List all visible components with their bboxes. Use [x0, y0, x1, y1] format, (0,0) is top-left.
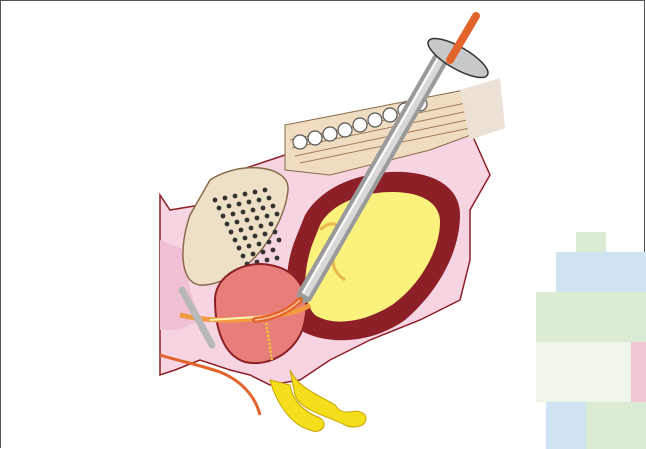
bone-dot [273, 230, 278, 235]
bone-dot [259, 224, 264, 229]
bone-dot [275, 256, 280, 261]
bone-dot [261, 250, 266, 255]
bone-dot [247, 200, 252, 205]
bone-dot [253, 234, 258, 239]
bone-dot [239, 228, 244, 233]
blurred-overlay [536, 232, 646, 449]
bone-dot [267, 196, 272, 201]
bone-dot [269, 222, 274, 227]
bone-dot [241, 210, 246, 215]
bone-dot [233, 194, 238, 199]
bone-dot [237, 202, 242, 207]
bone-dot [277, 238, 282, 243]
bone-dot [227, 204, 232, 209]
bone-dot [271, 204, 276, 209]
bone-dot [241, 254, 246, 259]
bone-dot [265, 258, 270, 263]
bone-dot [265, 214, 270, 219]
bone-dot [253, 190, 258, 195]
bone-dot [245, 218, 250, 223]
bone-dot [235, 220, 240, 225]
bone-dot [257, 242, 262, 247]
bone-dot [271, 248, 276, 253]
bone-dot [231, 212, 236, 217]
bone-dot [275, 212, 280, 217]
bone-dot [257, 198, 262, 203]
bone-dot [237, 246, 242, 251]
bone-dot [251, 252, 256, 257]
bone-dot [223, 196, 228, 201]
bone-dot [249, 226, 254, 231]
bone-dot [247, 244, 252, 249]
bone-dot [229, 230, 234, 235]
bone-dot [221, 214, 226, 219]
bone-dot [243, 192, 248, 197]
bone-dot [255, 216, 260, 221]
bone-dot [263, 232, 268, 237]
bone-dot [251, 208, 256, 213]
bone-dot [263, 188, 268, 193]
bone-dot [225, 222, 230, 227]
bone-dot [217, 206, 222, 211]
bone-dot [267, 240, 272, 245]
bone-dot [261, 206, 266, 211]
bone-dot [243, 236, 248, 241]
bone-dot [213, 198, 218, 203]
bone-dot [233, 238, 238, 243]
